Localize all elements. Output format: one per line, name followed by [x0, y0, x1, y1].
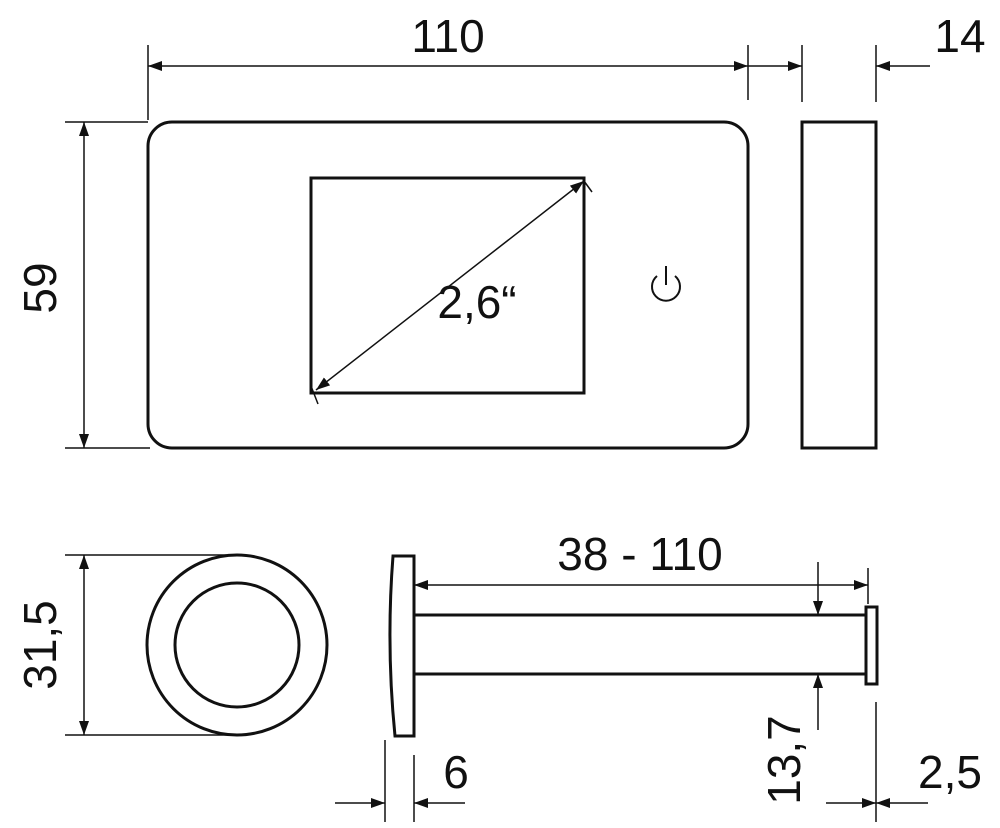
depth-dimension: 14 — [748, 10, 986, 450]
power-icon — [651, 266, 681, 302]
wall-plate — [388, 554, 416, 738]
width-label: 110 — [411, 10, 484, 62]
rosette-view: 31,5 — [14, 553, 329, 737]
height-dimension: 59 — [14, 121, 150, 449]
width-dimension: 110 — [147, 10, 749, 120]
cap-thickness-label: 2,5 — [918, 746, 982, 798]
arm-side-view: 38 - 110 13,7 6 2,5 — [335, 528, 982, 822]
arm-length-label: 38 - 110 — [557, 528, 722, 580]
height-label: 59 — [14, 262, 66, 313]
end-cap — [864, 605, 879, 686]
rosette-diameter-label: 31,5 — [14, 600, 66, 690]
depth-label: 14 — [934, 10, 985, 62]
screen-diagonal-dimension — [315, 180, 585, 391]
plate-thickness-label: 6 — [443, 746, 469, 798]
arm-rod — [412, 613, 868, 676]
screen-diagonal-label: 2,6“ — [437, 276, 516, 328]
arm-diameter-label: 13,7 — [758, 715, 810, 805]
device-body-side — [800, 120, 878, 450]
front-view: 2,6“ — [146, 120, 750, 450]
